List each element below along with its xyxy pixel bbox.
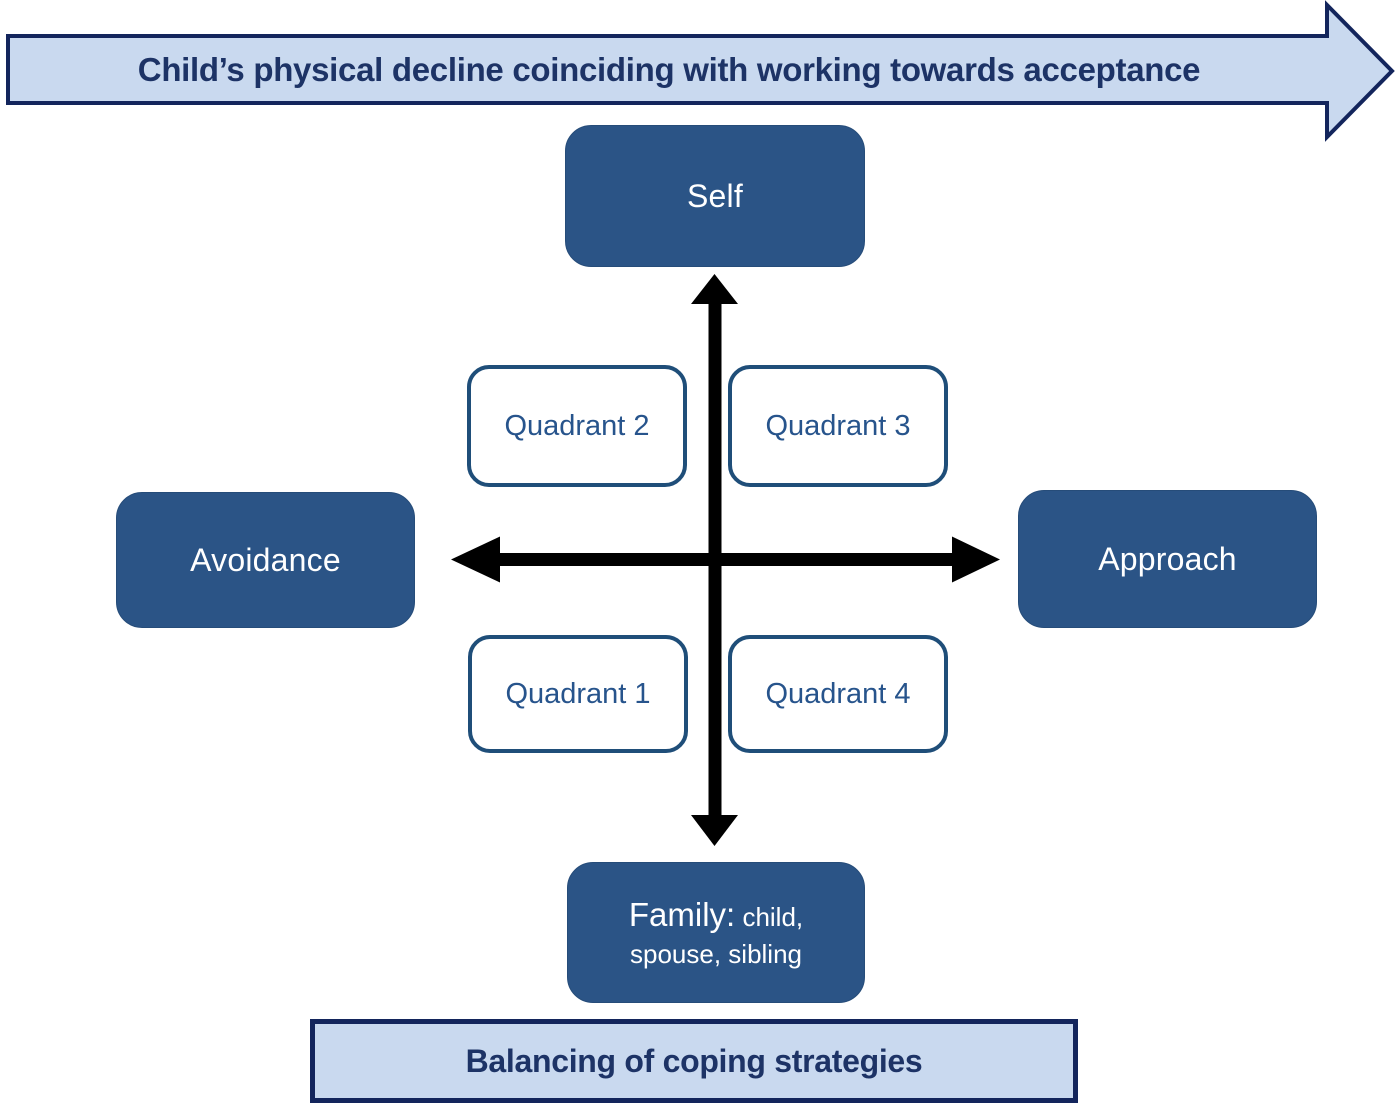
avoidance-label: Avoidance: [190, 541, 341, 578]
top-arrow-shape: [6, 0, 1395, 142]
up-arrowhead-icon: [691, 274, 738, 304]
quadrant-1-box: Quadrant 1: [468, 635, 688, 753]
approach-label: Approach: [1098, 540, 1237, 577]
quadrant-2-box: Quadrant 2: [467, 365, 687, 487]
quadrant-3-box: Quadrant 3: [728, 365, 948, 487]
family-label-detail: child, spouse, sibling: [630, 901, 804, 970]
top-banner-label: Child’s physical decline coinciding with…: [137, 51, 1201, 88]
family-box: Family: child, spouse, sibling: [567, 862, 865, 1003]
horizontal-axis-shaft: [498, 553, 954, 566]
right-arrow-banner-outline: [6, 0, 1395, 142]
approach-box: Approach: [1018, 490, 1317, 628]
family-label: Family: child, spouse, sibling: [582, 893, 850, 973]
horizontal-axis-arrow: [451, 536, 1000, 583]
left-arrowhead-icon: [451, 536, 500, 583]
quadrant-2-label: Quadrant 2: [504, 409, 650, 442]
quadrant-4-box: Quadrant 4: [728, 635, 948, 753]
bottom-banner-label: Balancing of coping strategies: [465, 1042, 923, 1079]
avoidance-box: Avoidance: [116, 492, 415, 628]
down-arrowhead-icon: [691, 815, 738, 846]
bottom-banner: Balancing of coping strategies: [310, 1019, 1078, 1103]
quadrant-1-label: Quadrant 1: [505, 677, 651, 710]
right-arrowhead-icon: [952, 536, 1000, 583]
quadrant-4-label: Quadrant 4: [765, 677, 911, 710]
family-label-main: Family:: [628, 895, 736, 933]
self-label: Self: [687, 177, 743, 214]
quadrant-3-label: Quadrant 3: [765, 409, 911, 442]
self-box: Self: [565, 125, 865, 267]
